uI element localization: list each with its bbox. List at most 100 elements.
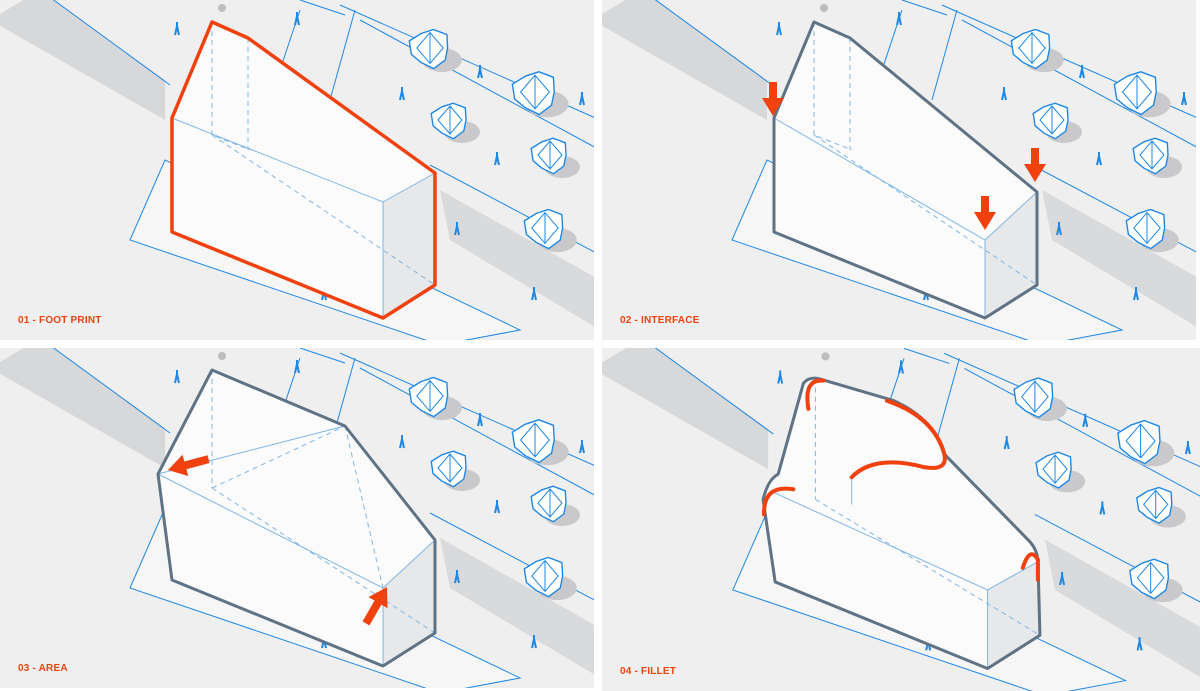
person-icon	[494, 152, 500, 166]
tree-icon	[430, 102, 480, 143]
parcel-line	[964, 368, 1200, 497]
tree-icon	[1013, 377, 1067, 421]
person-icon	[399, 435, 405, 449]
person-icon	[1181, 92, 1187, 106]
tree-icon	[1132, 137, 1182, 178]
panel-interface: 02 - INTERFACE	[602, 0, 1196, 340]
site-drawing	[0, 0, 594, 340]
road	[0, 0, 165, 120]
person-icon	[174, 370, 180, 384]
person-icon	[1096, 152, 1102, 166]
person-icon	[494, 500, 500, 514]
person-icon	[1082, 413, 1089, 428]
site-drawing	[602, 348, 1200, 691]
person-icon	[1003, 435, 1010, 450]
site-drawing	[602, 0, 1196, 340]
tree-icon	[511, 71, 569, 118]
person-icon	[531, 635, 537, 649]
person-icon	[531, 287, 537, 301]
step-caption: 02 - INTERFACE	[620, 315, 700, 326]
curve-icon	[849, 398, 947, 480]
tree-icon	[1129, 558, 1183, 603]
tree-icon	[1032, 102, 1082, 143]
road-edge	[52, 348, 171, 434]
marker-icon	[820, 4, 828, 12]
parcel-line	[901, 0, 948, 16]
arrow-down-left-icon	[362, 587, 388, 626]
marker-icon	[821, 352, 830, 361]
person-icon	[174, 22, 180, 36]
tree-icon	[530, 137, 580, 178]
parcel-line	[931, 9, 958, 101]
diagonal-arrows	[168, 454, 388, 626]
curve-icon	[805, 378, 826, 411]
step-caption: 04 - FILLET	[620, 666, 677, 677]
side-street	[1042, 190, 1196, 327]
tree-icon	[408, 376, 462, 421]
tree-icon	[1125, 208, 1179, 253]
tree-icon	[530, 485, 580, 526]
arrow-down-icon	[762, 82, 784, 116]
person-icon	[1136, 637, 1143, 651]
side-street	[440, 190, 594, 327]
step-caption: 01 - FOOT PRINT	[18, 315, 102, 326]
down-arrows	[762, 82, 1046, 230]
parcel-line	[903, 348, 950, 364]
parcel-line	[299, 348, 346, 364]
parcel-line	[359, 367, 594, 496]
person-icon	[477, 65, 483, 79]
tree-icon	[523, 556, 577, 601]
tree-icon	[430, 450, 480, 491]
person-icon	[477, 413, 483, 427]
person-icon	[898, 360, 904, 374]
person-icon	[454, 222, 460, 236]
person-icon	[1056, 222, 1062, 236]
road-edge	[52, 0, 171, 86]
tree-icon	[1035, 451, 1086, 493]
tree-icon	[1010, 28, 1064, 73]
curve-icon	[762, 486, 796, 517]
person-icon	[399, 87, 405, 101]
fillet-curves	[762, 378, 1040, 582]
step-caption: 03 - AREA	[18, 663, 68, 674]
panel-fillet: 04 - FILLET	[602, 348, 1200, 691]
tree-icon	[1117, 419, 1175, 467]
person-icon	[776, 22, 782, 36]
panel-area: 03 - AREA	[0, 348, 594, 688]
person-icon	[1059, 571, 1066, 586]
side-street	[1044, 539, 1200, 677]
person-icon	[1133, 287, 1139, 301]
person-icon	[579, 440, 585, 454]
person-icon	[294, 360, 300, 374]
tree-icon	[1113, 71, 1171, 118]
building-mass	[171, 22, 436, 318]
tree-icon	[523, 208, 577, 253]
road	[602, 348, 769, 470]
person-icon	[1099, 501, 1106, 515]
building-mass	[156, 368, 437, 668]
parcel-line	[299, 0, 346, 16]
arrow-down-icon	[974, 196, 996, 230]
road	[0, 348, 165, 468]
person-icon	[454, 570, 460, 584]
person-icon	[1079, 65, 1085, 79]
building-mass	[761, 376, 1042, 671]
tree-icon	[1136, 486, 1186, 528]
person-icon	[1001, 87, 1007, 101]
person-icon	[896, 12, 902, 26]
arrow-left-icon	[168, 454, 210, 476]
tree-icon	[511, 419, 569, 466]
marker-icon	[218, 352, 226, 360]
tree-icon	[408, 28, 462, 73]
person-icon	[1184, 440, 1191, 455]
side-street	[440, 538, 594, 675]
site-drawing	[0, 348, 594, 688]
arrow-down-icon	[1024, 148, 1046, 182]
parcel-line	[933, 358, 960, 450]
person-icon	[579, 92, 585, 106]
marker-icon	[218, 4, 226, 12]
person-icon	[294, 12, 300, 26]
parcel-line	[961, 19, 1196, 148]
road-edge	[654, 0, 773, 86]
